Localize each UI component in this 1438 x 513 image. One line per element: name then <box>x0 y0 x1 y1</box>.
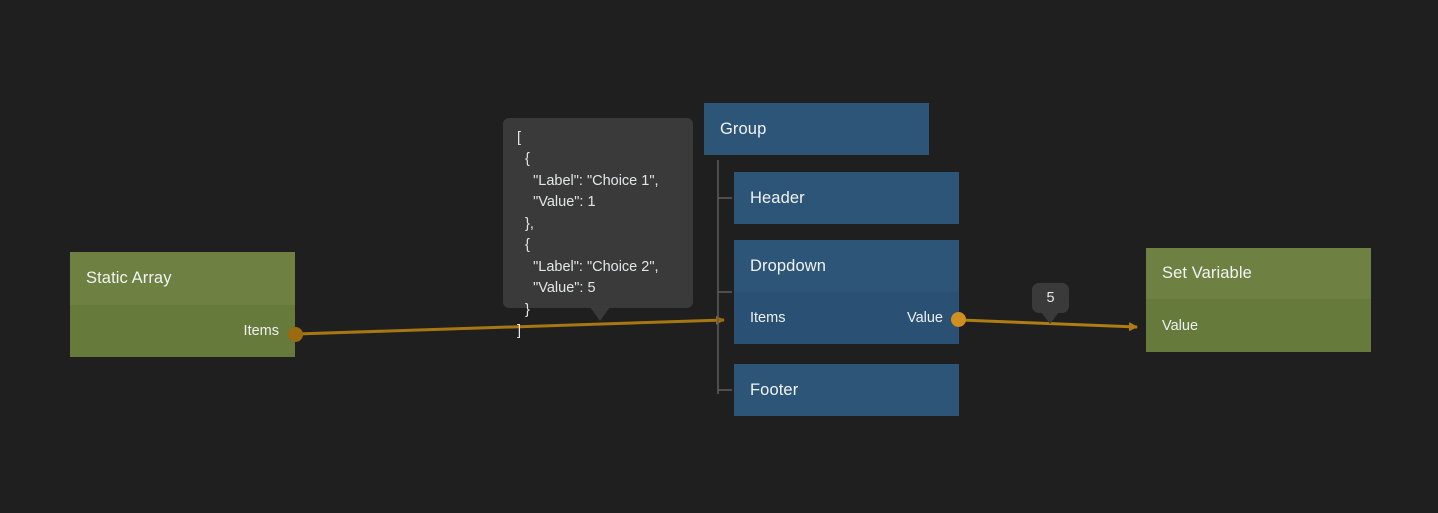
output-port-dropdown-value[interactable] <box>951 312 966 327</box>
node-set-variable-title: Set Variable <box>1146 248 1371 299</box>
node-footer-widget[interactable]: Footer <box>734 364 959 416</box>
node-header-widget[interactable]: Header <box>734 172 959 224</box>
node-set-variable[interactable]: Set Variable Value <box>1146 248 1371 352</box>
node-set-variable-input-row[interactable]: Value <box>1146 299 1371 352</box>
node-group-title: Group <box>704 103 929 155</box>
wire-tooltip-dropdown-value-tail <box>1041 312 1059 324</box>
port-label-dropdown-items: Items <box>750 310 786 326</box>
node-static-array[interactable]: Static Array Items <box>70 252 295 357</box>
wire-tooltip-dropdown-value-text: 5 <box>1046 290 1055 306</box>
port-label-dropdown-value: Value <box>906 310 943 326</box>
port-label-items: Items <box>243 323 279 339</box>
node-dropdown-port-row[interactable]: Items Value <box>734 292 959 344</box>
node-footer-widget-title: Footer <box>734 364 959 416</box>
node-static-array-title: Static Array <box>70 252 295 305</box>
group-tree-connector <box>717 160 732 394</box>
node-group[interactable]: Group <box>704 103 929 155</box>
node-dropdown[interactable]: Dropdown Items Value <box>734 240 959 344</box>
node-header-widget-title: Header <box>734 172 959 224</box>
node-static-array-output-row[interactable]: Items <box>70 305 295 357</box>
output-port-static-array-items[interactable] <box>288 327 303 342</box>
port-label-set-variable-value: Value <box>1162 317 1199 334</box>
wire-tooltip-dropdown-value: 5 <box>1032 283 1069 313</box>
wire-tooltip-items-json-tail <box>590 307 610 321</box>
wire-tooltip-items-json: [ { "Label": "Choice 1", "Value": 1 }, {… <box>503 118 693 339</box>
wire-tooltip-items-json-text: [ { "Label": "Choice 1", "Value": 1 }, {… <box>517 130 659 340</box>
node-dropdown-title: Dropdown <box>734 240 959 292</box>
